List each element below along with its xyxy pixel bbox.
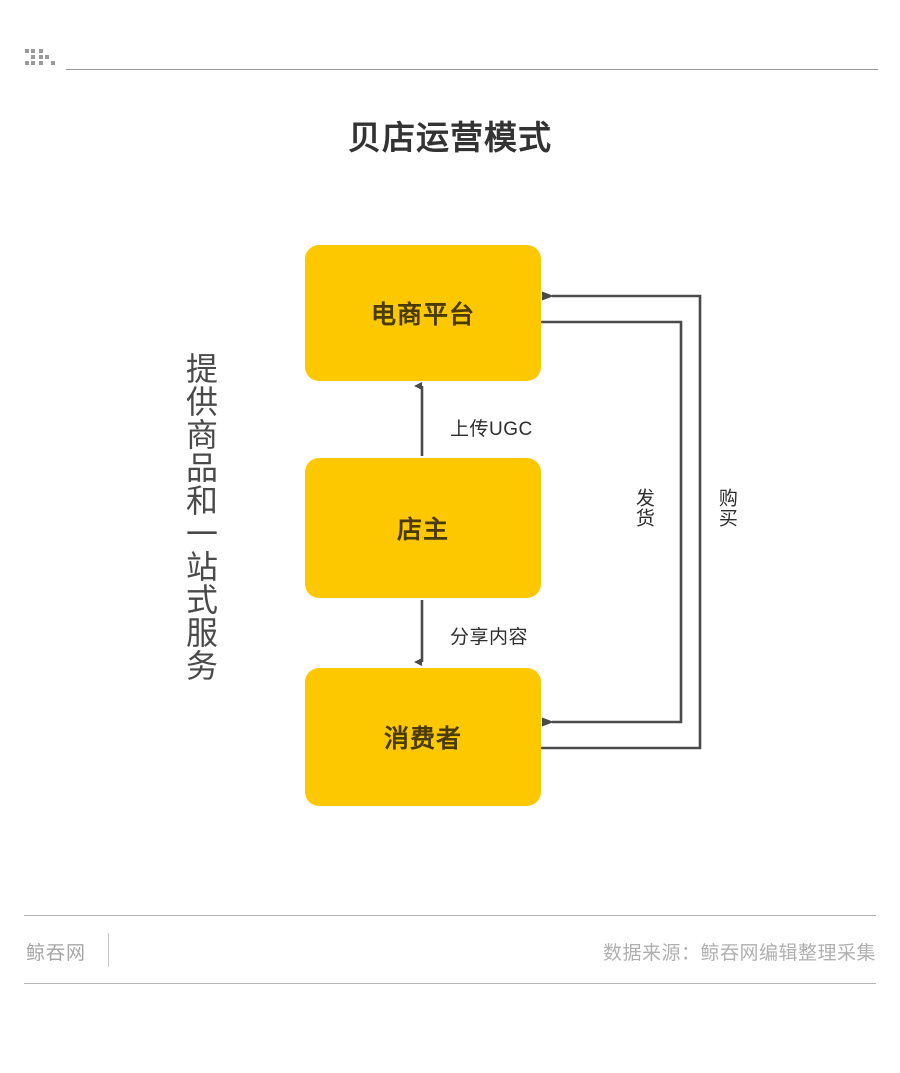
edge-label-share-content: 分享内容 (450, 627, 529, 648)
footer-vertical-divider (108, 933, 109, 967)
node-platform-label: 电商平台 (370, 301, 475, 329)
footer-brand: 鲸吞网 (26, 943, 87, 964)
node-consumer-label: 消费者 (383, 725, 462, 753)
edge-label-shipping: 发货 (632, 488, 654, 528)
node-owner-label: 店主 (396, 516, 449, 544)
node-platform[interactable]: 电商平台 (305, 245, 541, 381)
node-owner[interactable]: 店主 (305, 458, 541, 598)
page-header (0, 0, 900, 96)
page-title: 贝店运营模式 (348, 119, 552, 156)
header-divider (66, 69, 878, 70)
footer-divider-bottom (24, 983, 876, 984)
node-consumer[interactable]: 消费者 (305, 668, 541, 806)
footer-source: 数据来源：鲸吞网编辑整理采集 (602, 943, 876, 964)
side-caption: 提供商品和一站式服务 (182, 352, 218, 682)
footer-divider-top (24, 915, 876, 916)
brand-logo-icon (24, 48, 58, 74)
edge-label-upload-ugc: 上传UGC (450, 419, 533, 440)
edge-consumer-to-platform-purchase (541, 291, 702, 750)
edge-label-purchase: 购买 (715, 488, 737, 528)
edge-platform-to-consumer-shipping (541, 320, 683, 727)
